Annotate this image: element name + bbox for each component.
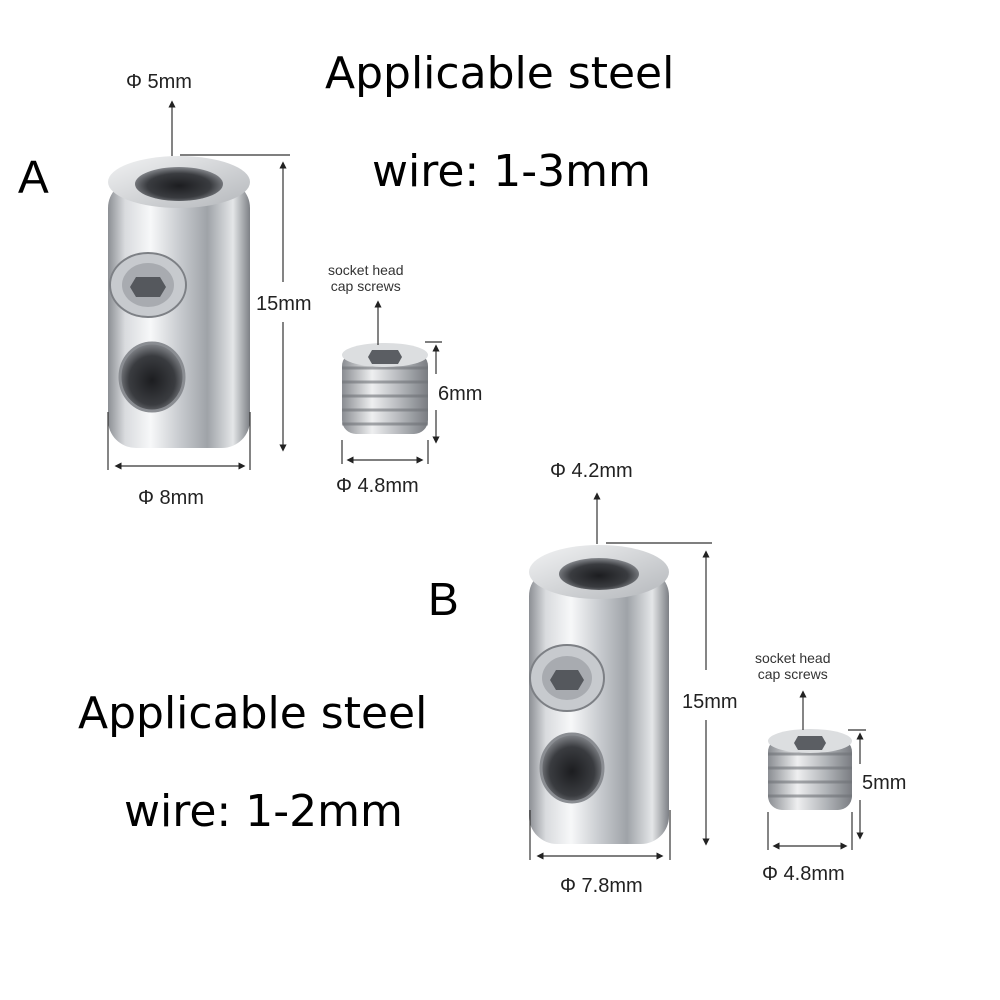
product-a-outer-diameter: Φ 8mm: [138, 487, 204, 509]
product-a-length: 15mm: [256, 293, 312, 315]
product-a-title-line1: Applicable steel: [325, 48, 675, 99]
product-b-screw-label-line2: cap screws: [757, 666, 828, 682]
product-b-letter: B: [428, 573, 459, 625]
product-a-screw-label-line1: socket head: [328, 262, 404, 278]
product-b-inner-diameter: Φ 4.2mm: [550, 460, 633, 482]
product-a-letter: A: [18, 151, 49, 203]
product-b-screw-label: socket head cap screws: [755, 650, 831, 682]
screw-a-icon: [342, 343, 428, 434]
dimension-lines-b: [529, 492, 866, 860]
product-a-screw-label-line2: cap screws: [330, 278, 401, 294]
product-b-title-line1: Applicable steel: [78, 688, 428, 739]
product-b-title-line2: wire: 1-2mm: [124, 786, 403, 837]
product-b-outer-diameter: Φ 7.8mm: [560, 875, 643, 897]
product-a-title-line2: wire: 1-3mm: [372, 146, 651, 197]
product-b-screw-length: 5mm: [862, 772, 907, 794]
sleeve-a-icon: [108, 156, 250, 448]
screw-b-icon: [768, 729, 852, 810]
product-a-screw-label: socket head cap screws: [328, 262, 404, 294]
product-a-inner-diameter: Φ 5mm: [126, 71, 192, 93]
product-b-length: 15mm: [682, 691, 738, 713]
product-b-screw-diameter: Φ 4.8mm: [762, 863, 845, 885]
product-a-screw-diameter: Φ 4.8mm: [336, 475, 419, 497]
product-b-screw-label-line1: socket head: [755, 650, 831, 666]
sleeve-b-icon: [529, 545, 669, 844]
dimension-lines-a: [107, 100, 442, 470]
product-a-screw-length: 6mm: [438, 383, 483, 405]
